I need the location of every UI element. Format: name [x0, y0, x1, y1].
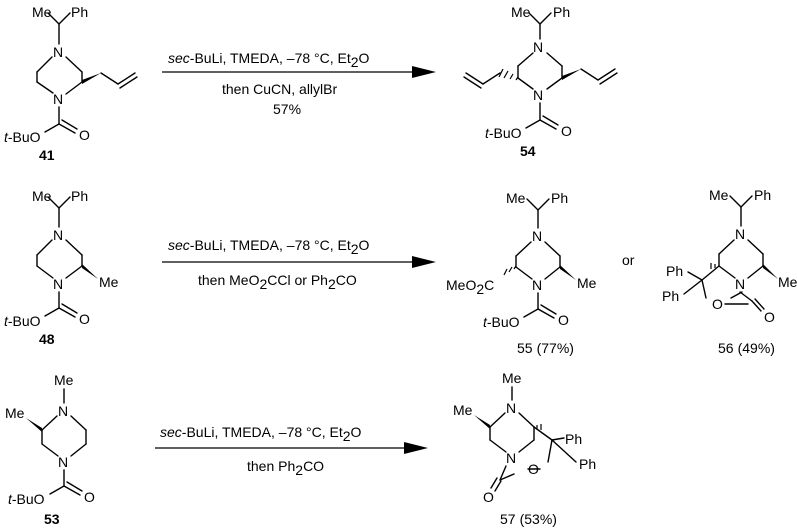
- reagents-line-2: then Ph2CO: [247, 458, 324, 478]
- atom-me: Me: [54, 372, 74, 388]
- atom-me: Me: [453, 402, 473, 418]
- atom-n: N: [533, 87, 543, 103]
- atom-ph: Ph: [553, 4, 570, 20]
- yield-label: 57%: [273, 101, 301, 117]
- t-buo-label: t-BuO: [4, 129, 41, 145]
- atom-o: O: [79, 311, 90, 327]
- reaction-arrow-1: sec-BuLi, TMEDA, –78 °C, Et2O then CuCN,…: [162, 50, 436, 117]
- atom-ph: Ph: [754, 187, 771, 203]
- atom-me: Me: [709, 187, 729, 203]
- compound-57: Me N N Me O O Ph Ph 57(53%): [453, 370, 596, 527]
- reagents-line-2: then CuCN, allylBr: [222, 81, 337, 97]
- reagents-line-1: sec-BuLi, TMEDA, –78 °C, Et2O: [168, 237, 370, 257]
- compound-number: 48: [39, 331, 55, 347]
- atom-n: N: [53, 91, 63, 107]
- atom-o: O: [561, 123, 572, 139]
- compound-label: 55(77%): [517, 340, 574, 356]
- atom-ph: Ph: [71, 4, 88, 20]
- atom-ph: Ph: [551, 190, 568, 206]
- reagents-line-1: sec-BuLi, TMEDA, –78 °C, Et2O: [168, 50, 370, 70]
- compound-53: Me N N Me O t-BuO 53: [5, 372, 95, 527]
- compound-label: 56(49%): [718, 340, 775, 356]
- atom-me: Me: [511, 4, 531, 20]
- atom-me: Me: [577, 275, 597, 291]
- atom-o: O: [79, 127, 90, 143]
- compound-56: Me Ph N N O O Ph Ph Me 56(49%): [662, 187, 797, 356]
- compound-number: 53: [44, 511, 60, 527]
- t-buo-label: t-BuO: [4, 313, 41, 329]
- atom-n: N: [506, 450, 516, 466]
- atom-o: O: [712, 296, 723, 312]
- atom-o: O: [558, 312, 569, 328]
- atom-n: N: [735, 276, 745, 292]
- atom-o: O: [84, 489, 95, 505]
- compound-number: 41: [39, 147, 55, 163]
- atom-n: N: [58, 403, 68, 419]
- t-buo-label: t-BuO: [8, 491, 45, 507]
- atom-ph: Ph: [662, 288, 679, 304]
- atom-n: N: [53, 276, 63, 292]
- atom-ph: Ph: [565, 431, 582, 447]
- atom-n: N: [58, 454, 68, 470]
- atom-n: N: [53, 44, 63, 60]
- t-buo-label: t-BuO: [483, 314, 520, 330]
- atom-ph: Ph: [71, 188, 88, 204]
- atom-me: Me: [778, 274, 797, 290]
- compound-54: Me Ph N N O t-BuO 54: [463, 4, 618, 159]
- reaction-arrow-3: sec-BuLi, TMEDA, –78 °C, Et2O then Ph2CO: [155, 424, 428, 478]
- atom-ph: Ph: [666, 263, 683, 279]
- atom-n: N: [506, 400, 516, 416]
- atom-me: Me: [32, 188, 52, 204]
- atom-n: N: [532, 277, 542, 293]
- compound-label: 57(53%): [500, 511, 557, 527]
- meo2c-label: MeO2C: [446, 277, 494, 297]
- atom-o: O: [528, 461, 539, 477]
- or-label: or: [622, 252, 635, 268]
- compound-41: Me Ph N N O t-BuO 41: [4, 4, 138, 163]
- atom-me: Me: [5, 405, 25, 421]
- compound-48: Me Ph N N Me O t-BuO 48: [4, 188, 119, 347]
- atom-ph: Ph: [579, 456, 596, 472]
- atom-me: Me: [506, 190, 526, 206]
- compound-number: 54: [520, 143, 536, 159]
- atom-me: Me: [502, 370, 522, 386]
- atom-n: N: [735, 226, 745, 242]
- atom-n: N: [532, 228, 542, 244]
- compound-55: Me Ph N N MeO2C Me O t-BuO 55(77%): [446, 190, 597, 356]
- atom-me: Me: [99, 274, 119, 290]
- t-buo-label: t-BuO: [485, 125, 522, 141]
- atom-me: Me: [32, 4, 52, 20]
- reagents-line-1: sec-BuLi, TMEDA, –78 °C, Et2O: [160, 424, 362, 444]
- reagents-line-2: then MeO2CCl or Ph2CO: [198, 272, 357, 292]
- reaction-arrow-2: sec-BuLi, TMEDA, –78 °C, Et2O then MeO2C…: [162, 237, 436, 292]
- atom-n: N: [533, 39, 543, 55]
- atom-o: O: [764, 309, 775, 325]
- atom-n: N: [53, 227, 63, 243]
- atom-o: O: [483, 489, 494, 505]
